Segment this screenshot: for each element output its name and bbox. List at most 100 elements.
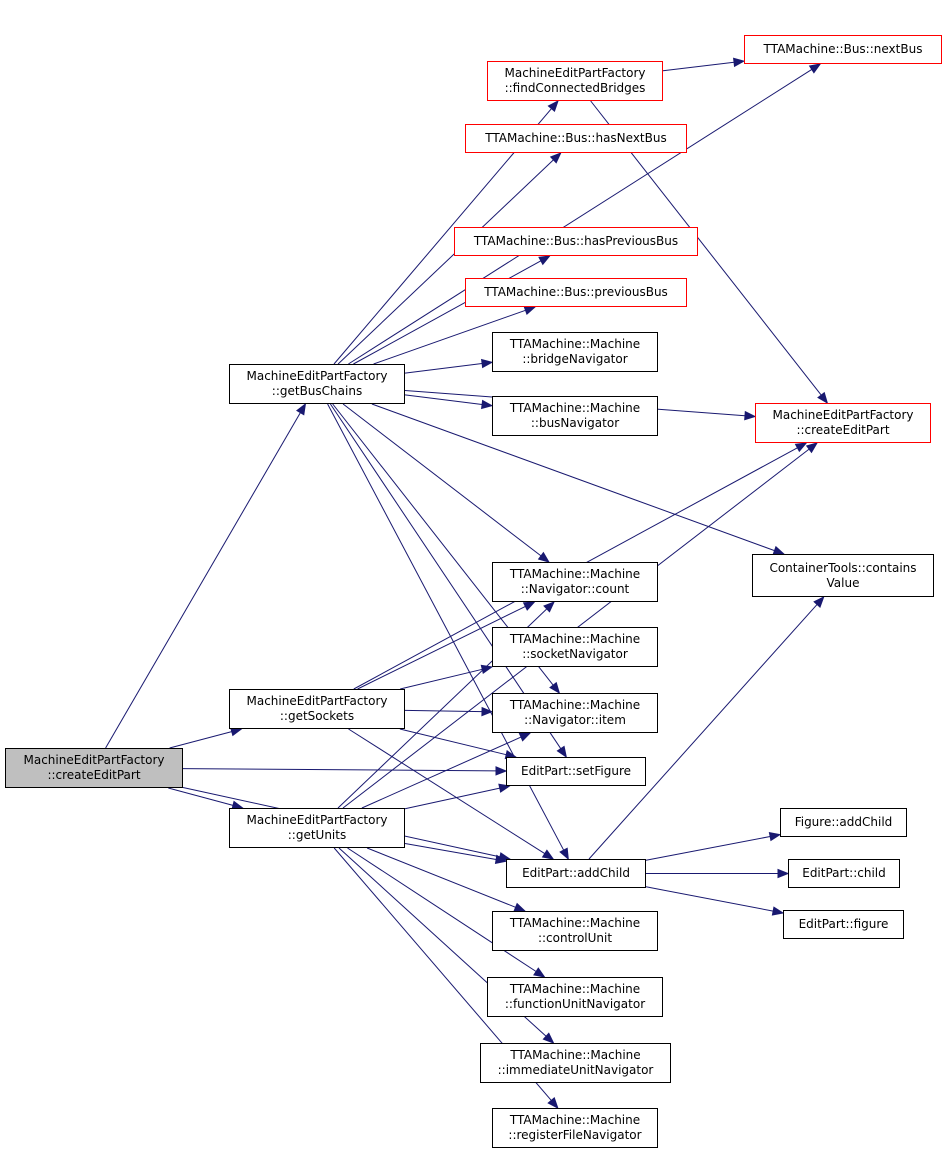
node-get-units[interactable]: MachineEditPartFactory::getUnits bbox=[229, 808, 405, 848]
node-get-sockets[interactable]: MachineEditPartFactory::getSockets bbox=[229, 689, 405, 729]
arrowhead bbox=[543, 601, 555, 613]
arrowhead bbox=[547, 1096, 559, 1110]
node-label-line: ::immediateUnitNavigator bbox=[497, 1063, 654, 1077]
arrowhead bbox=[805, 442, 819, 454]
arrowhead bbox=[556, 745, 568, 759]
node-label-line: MachineEditPartFactory bbox=[23, 753, 165, 767]
node-add-child[interactable]: EditPart::addChild bbox=[506, 859, 646, 888]
node-nav-item[interactable]: TTAMachine::Machine::Navigator::item bbox=[492, 693, 658, 733]
edge-getBusChains-to-previousBus bbox=[373, 309, 526, 365]
node-figure[interactable]: EditPart::figure bbox=[783, 910, 904, 939]
node-socket-navigator[interactable]: TTAMachine::Machine::socketNavigator bbox=[492, 627, 658, 667]
arrowhead bbox=[542, 1032, 555, 1044]
edge-getSockets-to-socketNavigator bbox=[400, 668, 483, 690]
node-figure-add-child[interactable]: Figure::addChild bbox=[780, 808, 907, 837]
edge-root-to-getBusChains bbox=[105, 412, 301, 749]
edge-getSockets-to-navItem bbox=[404, 709, 483, 713]
node-get-bus-chains[interactable]: MachineEditPartFactory::getBusChains bbox=[229, 364, 405, 404]
arrowhead bbox=[522, 601, 536, 611]
edge-getSockets-to-setFigure bbox=[399, 728, 507, 756]
arrowhead bbox=[733, 57, 746, 68]
arrowhead bbox=[498, 783, 511, 793]
arrowhead bbox=[481, 706, 494, 717]
arrowhead bbox=[771, 906, 785, 916]
edge-getBusChains-to-containsValue bbox=[371, 403, 775, 552]
node-has-previous-bus[interactable]: TTAMachine::Bus::hasPreviousBus bbox=[454, 227, 698, 256]
arrowhead bbox=[559, 847, 569, 861]
node-next-bus[interactable]: TTAMachine::Bus::nextBus bbox=[744, 35, 942, 64]
node-label-line: ::getSockets bbox=[279, 709, 355, 723]
node-function-unit-navigator[interactable]: TTAMachine::Machine::functionUnitNavigat… bbox=[487, 977, 663, 1017]
node-label-line: TTAMachine::Bus::previousBus bbox=[484, 285, 668, 299]
node-bus-navigator[interactable]: TTAMachine::Machine::busNavigator bbox=[492, 396, 658, 436]
edge-getBusChains-to-navCount bbox=[342, 403, 542, 557]
node-label-line: ::Navigator::item bbox=[524, 713, 626, 727]
arrowhead bbox=[481, 358, 494, 369]
arrowhead bbox=[549, 681, 561, 695]
arrowhead bbox=[523, 306, 537, 315]
node-previous-bus[interactable]: TTAMachine::Bus::previousBus bbox=[465, 278, 687, 307]
edge-addChild-to-containsValue bbox=[588, 604, 818, 860]
edge-getUnits-to-addChild bbox=[404, 843, 497, 860]
node-label-line: EditPart::figure bbox=[798, 917, 889, 931]
node-register-file-navigator[interactable]: TTAMachine::Machine::registerFileNavigat… bbox=[492, 1108, 658, 1148]
node-bridge-navigator[interactable]: TTAMachine::Machine::bridgeNavigator bbox=[492, 332, 658, 372]
arrowhead bbox=[533, 967, 546, 978]
edge-getBusChains-to-hasPreviousBus bbox=[353, 260, 542, 365]
node-label-line: EditPart::addChild bbox=[522, 866, 630, 880]
node-has-next-bus[interactable]: TTAMachine::Bus::hasNextBus bbox=[465, 124, 687, 153]
arrowhead bbox=[518, 732, 532, 742]
arrowhead bbox=[481, 399, 494, 410]
edge-getUnits-to-functionUnitNavigator bbox=[347, 847, 537, 972]
node-set-figure[interactable]: EditPart::setFigure bbox=[506, 757, 646, 786]
node-label-line: ::bridgeNavigator bbox=[522, 352, 628, 366]
node-label-line: TTAMachine::Machine bbox=[509, 982, 641, 996]
arrowhead bbox=[495, 766, 508, 776]
arrowhead bbox=[547, 99, 559, 113]
node-find-connected-bridges[interactable]: MachineEditPartFactory::findConnectedBri… bbox=[487, 61, 663, 101]
node-label-line: TTAMachine::Machine bbox=[509, 698, 641, 712]
node-label-line: EditPart::child bbox=[802, 866, 886, 880]
node-nav-count[interactable]: TTAMachine::Machine::Navigator::count bbox=[492, 562, 658, 602]
edge-getUnits-to-navItem bbox=[361, 736, 522, 809]
edge-getBusChains-to-hasNextBus bbox=[337, 159, 554, 365]
arrowhead bbox=[817, 391, 829, 405]
edge-getBusChains-to-busNavigator bbox=[404, 394, 483, 405]
arrowhead bbox=[813, 595, 825, 608]
edge-getBusChains-to-addChild bbox=[327, 403, 565, 851]
node-label-line: MachineEditPartFactory bbox=[246, 813, 388, 827]
node-label-line: TTAMachine::Bus::nextBus bbox=[763, 42, 923, 56]
node-label-line: MachineEditPartFactory bbox=[246, 694, 388, 708]
edge-root-to-getUnits bbox=[168, 787, 234, 806]
node-label-line: ::getBusChains bbox=[271, 384, 363, 398]
node-label-line: TTAMachine::Machine bbox=[509, 1113, 641, 1127]
node-label-line: ContainerTools::contains bbox=[769, 560, 917, 575]
node-child[interactable]: EditPart::child bbox=[788, 859, 900, 888]
edge-findConnectedBridges-to-nextBus bbox=[662, 61, 735, 72]
node-label-line: Figure::addChild bbox=[794, 815, 893, 829]
edge-addChild-to-figureAddChild bbox=[645, 836, 771, 861]
edge-getUnits-to-controlUnit bbox=[366, 847, 516, 908]
node-label-line: MachineEditPartFactory bbox=[772, 408, 914, 422]
edge-getSockets-to-addChild bbox=[348, 728, 545, 855]
edge-getSockets-to-navCount bbox=[357, 605, 526, 690]
node-label-line: ::findConnectedBridges bbox=[504, 81, 646, 95]
node-label-line: ::getUnits bbox=[287, 828, 347, 842]
node-label-line: TTAMachine::Machine bbox=[509, 567, 641, 581]
edge-root-to-setFigure bbox=[182, 768, 497, 772]
node-label-line: TTAMachine::Machine bbox=[510, 1048, 641, 1062]
node-control-unit[interactable]: TTAMachine::Machine::controlUnit bbox=[492, 911, 658, 951]
arrowhead bbox=[538, 255, 551, 266]
node-label-line: ::functionUnitNavigator bbox=[504, 997, 646, 1011]
node-immediate-unit-navigator[interactable]: TTAMachine::Machine::immediateUnitNaviga… bbox=[480, 1043, 671, 1083]
node-label-line: TTAMachine::Machine bbox=[509, 916, 641, 930]
node-label-line: ::createEditPart bbox=[796, 423, 890, 437]
edge-getUnits-to-setFigure bbox=[404, 787, 500, 810]
arrowhead bbox=[744, 410, 757, 421]
arrowhead bbox=[768, 831, 782, 842]
node-label-line: ::busNavigator bbox=[530, 416, 620, 430]
node-label-line: ::socketNavigator bbox=[522, 647, 628, 661]
node-create-edit-part[interactable]: MachineEditPartFactory::createEditPart bbox=[755, 403, 931, 443]
arrowhead bbox=[549, 152, 562, 164]
